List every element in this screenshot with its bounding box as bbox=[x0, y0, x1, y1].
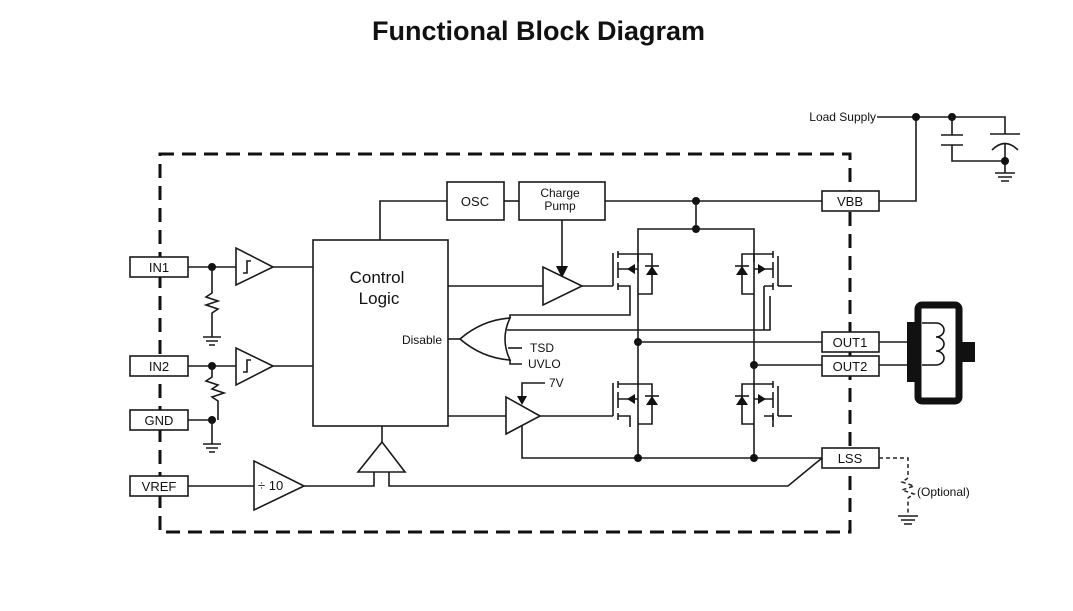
pin-vbb: VBB bbox=[821, 190, 880, 212]
mosfet-low-left bbox=[612, 381, 659, 427]
optional-label: (Optional) bbox=[917, 485, 970, 499]
control-logic-block: Control Logic Disable bbox=[312, 239, 449, 427]
motor-icon bbox=[879, 301, 975, 405]
optional-sense-resistor bbox=[879, 457, 917, 516]
pin-vref: VREF bbox=[129, 475, 189, 497]
control-logic-label-2: Logic bbox=[359, 289, 400, 308]
pin-out1: OUT1 bbox=[821, 331, 880, 353]
mosfet-high-left bbox=[612, 251, 659, 296]
ic-boundary bbox=[158, 152, 852, 534]
sense-comparator bbox=[356, 440, 407, 473]
disable-label: Disable bbox=[402, 333, 442, 347]
in2-buffer bbox=[235, 346, 313, 387]
in1-buffer bbox=[235, 246, 313, 287]
load-supply-label: Load Supply bbox=[809, 110, 876, 124]
mosfet-low-right bbox=[735, 381, 792, 427]
seven-v-label: 7V bbox=[549, 376, 564, 390]
svg-text:OUT1: OUT1 bbox=[833, 335, 868, 350]
pin-in1: IN1 bbox=[129, 256, 189, 278]
diagram-title: Functional Block Diagram bbox=[371, 16, 706, 46]
pin-out2: OUT2 bbox=[821, 355, 880, 377]
osc-block: OSC bbox=[446, 181, 505, 221]
tsd-label: TSD bbox=[530, 341, 554, 355]
svg-text:VBB: VBB bbox=[837, 194, 863, 209]
svg-text:LSS: LSS bbox=[838, 451, 863, 466]
in1-pulldown-resistor bbox=[203, 267, 221, 337]
bypass-capacitor bbox=[941, 117, 1005, 162]
svg-text:VREF: VREF bbox=[142, 479, 177, 494]
charge-pump-label-1: Charge bbox=[540, 186, 580, 200]
svg-text:IN1: IN1 bbox=[149, 260, 169, 275]
bulk-capacitor bbox=[990, 133, 1020, 173]
pin-gnd: GND bbox=[129, 409, 189, 431]
osc-label: OSC bbox=[461, 194, 489, 209]
osc-wire bbox=[379, 200, 447, 240]
uvlo-label: UVLO bbox=[528, 357, 561, 371]
pin-lss: LSS bbox=[821, 447, 880, 469]
svg-text:OUT2: OUT2 bbox=[833, 359, 868, 374]
charge-pump-label-2: Pump bbox=[544, 199, 576, 213]
charge-pump-block: Charge Pump bbox=[518, 181, 606, 221]
svg-text:IN2: IN2 bbox=[149, 359, 169, 374]
svg-text:GND: GND bbox=[145, 413, 174, 428]
mosfet-high-right bbox=[735, 251, 792, 330]
pin-in2: IN2 bbox=[129, 355, 189, 377]
control-logic-label-1: Control bbox=[350, 268, 405, 287]
divider-label: ÷ 10 bbox=[258, 478, 283, 493]
in2-pulldown-resistor bbox=[204, 366, 227, 420]
or-gate bbox=[458, 317, 512, 361]
